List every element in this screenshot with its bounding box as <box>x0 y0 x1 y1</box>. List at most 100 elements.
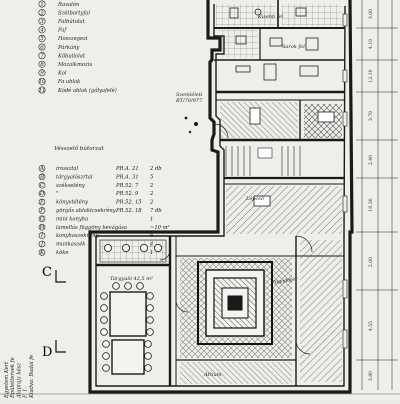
legend-furniture-code: PR.52. 9 <box>115 191 139 197</box>
legend-furniture-letter: G <box>40 216 45 222</box>
legend-furniture-label: széksetény <box>56 182 85 189</box>
legend-material-label: Mozaikmozis <box>57 62 92 68</box>
cabinet-symbol <box>122 243 131 252</box>
legend-furniture-letter: C <box>40 183 45 189</box>
corner-note-line-1: Szemléleti <box>176 91 203 98</box>
chair-symbol <box>100 292 108 300</box>
legend-number-circle <box>38 9 46 17</box>
legend-furniture-label: tárgyalószrtal <box>56 173 93 180</box>
legend-letter-circle <box>38 190 46 197</box>
legend-furniture-code: PR.52. 15 <box>115 200 142 206</box>
dimension-label: 12.10 <box>368 69 374 82</box>
chair-symbol <box>144 364 152 372</box>
legend-furniture-qty: 5 <box>150 174 153 180</box>
dimension-label: 4.10 <box>368 39 374 49</box>
legend-number-circle <box>38 86 46 94</box>
legend-material-label: Ravalón <box>57 1 79 8</box>
window-openings <box>342 13 348 349</box>
legend-letter-circle <box>38 165 46 172</box>
legend-letter-circle <box>38 207 46 214</box>
legend-furniture-letter: D <box>39 191 45 197</box>
legend-furniture-code: PR.A. 21 <box>115 166 139 172</box>
legend-furniture-qty: 2 <box>149 200 153 206</box>
section-label-c: C <box>42 265 52 280</box>
legend-furniture-letter: I <box>40 233 44 239</box>
legend-furniture-qty: 1 <box>150 216 153 222</box>
title-block-line: F. 1. <box>23 387 29 399</box>
legend-material-number: 4 <box>39 28 44 34</box>
corner-note-line-2: RT/70/977 <box>175 98 203 104</box>
legend-number-circle <box>38 34 46 42</box>
staircase <box>225 146 301 176</box>
legend-material-label: Szétbortyfal <box>58 9 90 16</box>
cabinet-symbol <box>153 243 162 252</box>
legend-furniture-letter: J <box>40 242 44 248</box>
legend-material-number: 11 <box>39 88 46 94</box>
legend-furniture-qty: 2 <box>149 191 153 197</box>
legend-material-label: Párkány <box>57 44 79 51</box>
legend-material-label: Hosszegezi <box>57 36 88 42</box>
legend-letter-circle <box>38 173 46 181</box>
room-label-meeting: Tárgyaló 42,5 m² <box>110 275 153 282</box>
cabinet-symbol <box>139 243 148 252</box>
chair-symbol <box>146 328 154 336</box>
legend-material-row: 2 Szétbortyfal <box>38 9 90 17</box>
legend-number-circle <box>38 0 46 8</box>
room-label-lower: Átrium <box>203 371 222 378</box>
legend-furniture-qty: 2 db <box>149 166 162 172</box>
legend-letter-circle <box>38 198 46 206</box>
annotation-marks <box>184 116 198 134</box>
legend-furniture-qty: 7 db <box>150 208 162 214</box>
legend-letter-circle <box>38 223 46 231</box>
legend-furniture-letter: B <box>39 174 44 180</box>
legend-material-number: 6 <box>40 45 44 51</box>
legend-furniture-label: lamellás függöny bevágása <box>56 224 127 231</box>
dimension-label: 3.70 <box>368 111 374 121</box>
central-court <box>197 261 273 345</box>
legend-furniture-label: köke <box>56 250 68 256</box>
title-block-line: Épülettervek fe <box>8 357 16 399</box>
chair-symbol <box>124 282 132 290</box>
dimension-strip <box>356 0 398 390</box>
legend-material-number: 5 <box>40 36 44 42</box>
dimension-label: 2.00 <box>368 257 374 267</box>
chair-symbol <box>146 304 154 312</box>
legend-material-row: 6 Párkány <box>38 43 79 51</box>
legend-letter-circle <box>38 232 46 239</box>
room-label-hall: Fogadótér <box>270 275 298 286</box>
legend-number-circle <box>38 17 46 25</box>
legend-letter-circle <box>38 240 46 248</box>
legend-furniture-label: irossztal <box>56 166 78 172</box>
section-label-d: D <box>42 345 52 360</box>
room-label-upper: Kisebb fel <box>257 14 284 20</box>
legend-material-label: Kőbullolat <box>57 52 86 59</box>
legend-number-circle <box>38 60 46 68</box>
chair-symbol <box>136 282 144 290</box>
legend-material-number: 9 <box>40 71 44 77</box>
legend-material-number: 2 <box>39 10 44 16</box>
chair-symbol <box>100 304 108 312</box>
legend-furniture-code: PR.A. 31 <box>115 174 139 180</box>
meeting-room <box>99 239 167 375</box>
dimension-label: 4.55 <box>368 321 374 331</box>
chair-symbol <box>100 316 108 324</box>
legend-furniture-code: PR.52. 7 <box>115 183 139 189</box>
legend-furniture-label: könyvtétény <box>56 199 88 206</box>
room-label-mid: Sarok fel <box>282 44 305 50</box>
meeting-chairs <box>100 243 162 372</box>
title-block-line: Kiadva: Budai fe <box>29 355 35 399</box>
chair-symbol <box>102 364 110 372</box>
